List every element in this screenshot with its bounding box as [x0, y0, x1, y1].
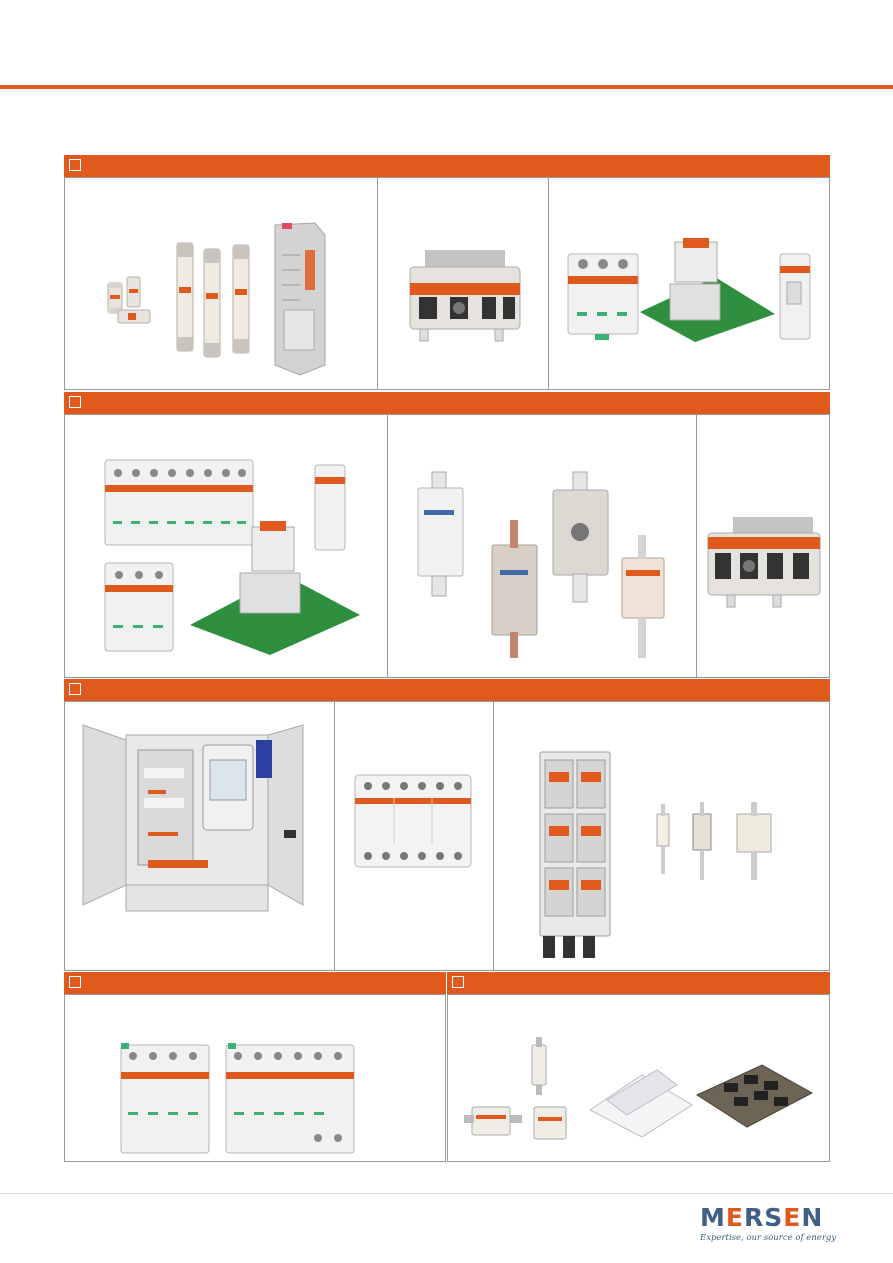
- logo-letter-e: E: [725, 1203, 744, 1232]
- section-b-header: [64, 392, 830, 414]
- dc-switch-image: [409, 250, 521, 342]
- logo-letter-n: N: [801, 1203, 824, 1232]
- surge-protection-device-c-image: [354, 774, 472, 868]
- section-e-header: [447, 972, 830, 994]
- logo-wordmark: MERSEN: [700, 1203, 823, 1232]
- surge-protection-devices-a-image: [567, 238, 811, 342]
- dc-switch-b-image: [707, 517, 821, 608]
- section-c-header: [64, 679, 830, 701]
- section-a-header: [64, 155, 830, 177]
- nh-fuses-and-fuse-base-image: [417, 471, 665, 658]
- section-a-divider-1: [377, 177, 378, 390]
- footer-rule: [0, 1193, 893, 1194]
- section-b-marker: [69, 396, 81, 408]
- mersen-logo: MERSEN Expertise, our source of energy: [700, 1203, 840, 1243]
- section-c-marker: [69, 683, 81, 695]
- section-c-divider-1: [334, 701, 335, 971]
- logo-letters-rs: RS: [743, 1203, 784, 1232]
- section-a-marker: [69, 159, 81, 171]
- section-c-divider-2: [493, 701, 494, 971]
- fuses-and-fuse-holder-image: [107, 222, 326, 376]
- surge-protection-devices-d-image: [120, 1043, 355, 1154]
- section-d-header: [64, 972, 446, 994]
- section-b-divider-2: [696, 414, 697, 678]
- header-rule: [0, 85, 893, 89]
- section-e-marker: [452, 976, 464, 988]
- logo-letter-m: M: [700, 1203, 726, 1232]
- fuses-busbars-and-power-electronics-image: [464, 1037, 814, 1140]
- section-a-divider-2: [548, 177, 549, 390]
- logo-tagline: Expertise, our source of energy: [700, 1233, 837, 1243]
- surge-protection-devices-b-image: [104, 459, 360, 655]
- combiner-box-image: [82, 724, 304, 912]
- fuse-switch-and-nh-fuses-image: [539, 751, 772, 958]
- section-d-marker: [69, 976, 81, 988]
- logo-letter-e2: E: [783, 1203, 802, 1232]
- section-b-divider-1: [387, 414, 388, 678]
